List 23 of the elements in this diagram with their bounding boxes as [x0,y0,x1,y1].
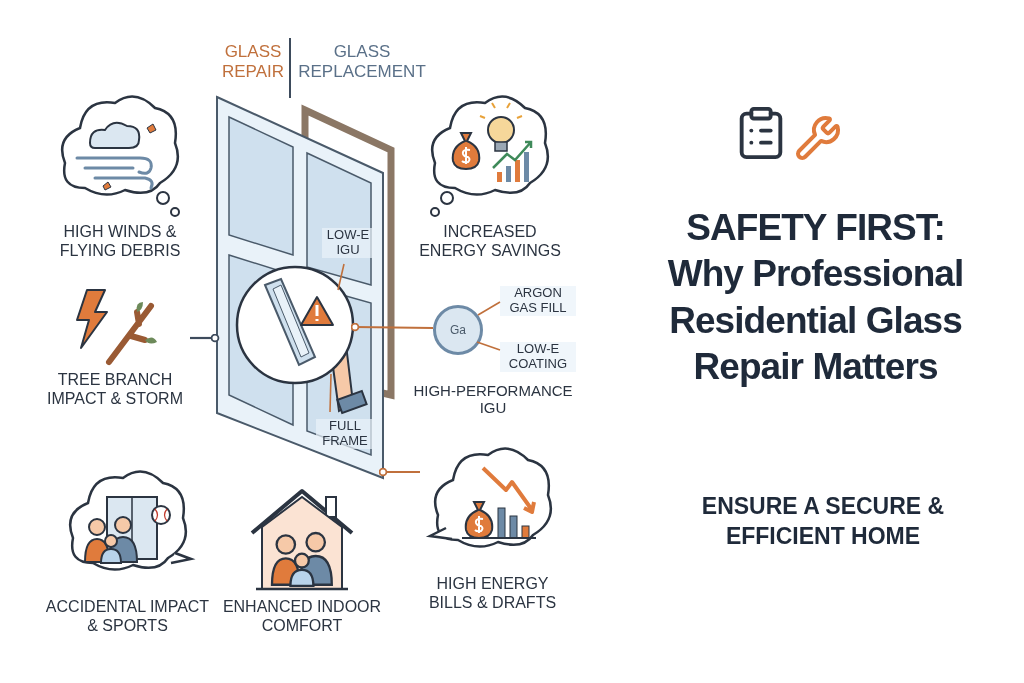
leader-line [329,373,332,413]
title: SAFETY FIRST: Why Professional Residential Glass Repair Matters [666,206,965,389]
callout-text: INCREASED ENERGY SAVINGS [418,221,562,260]
callout-text: ENHANCED INDOOR COMFORT [222,596,382,635]
callout-text: TREE BRANCH IMPACT & STORM [46,369,184,408]
leader-line [477,301,501,316]
callout-text: HIGH ENERGY BILLS & DRAFTS [427,573,558,612]
connector-line [190,333,220,343]
callout-text: ACCIDENTAL IMPACT & SPORTS [44,596,211,635]
callout-text: LOW-E IGU [322,228,374,258]
callout-text: HIGH-PERFORMANCE IGU [412,382,574,417]
leader-line [476,341,501,351]
callout-text: Ga [450,322,466,339]
column-heading: GLASS REPLACEMENT [297,42,427,82]
callout-text: FULL FRAME [316,419,374,449]
column-heading: GLASS REPAIR [222,42,284,82]
connector-line [378,467,420,477]
leader-line [337,263,345,291]
subtitle: ENSURE A SECURE & EFFICIENT HOME [700,492,946,551]
callout-text: HIGH WINDS & FLYING DEBRIS [58,221,182,260]
callout-text: LOW-E COATING [500,342,576,372]
callout-text: ARGON GAS FILL [500,286,576,316]
connector-line [350,322,433,332]
